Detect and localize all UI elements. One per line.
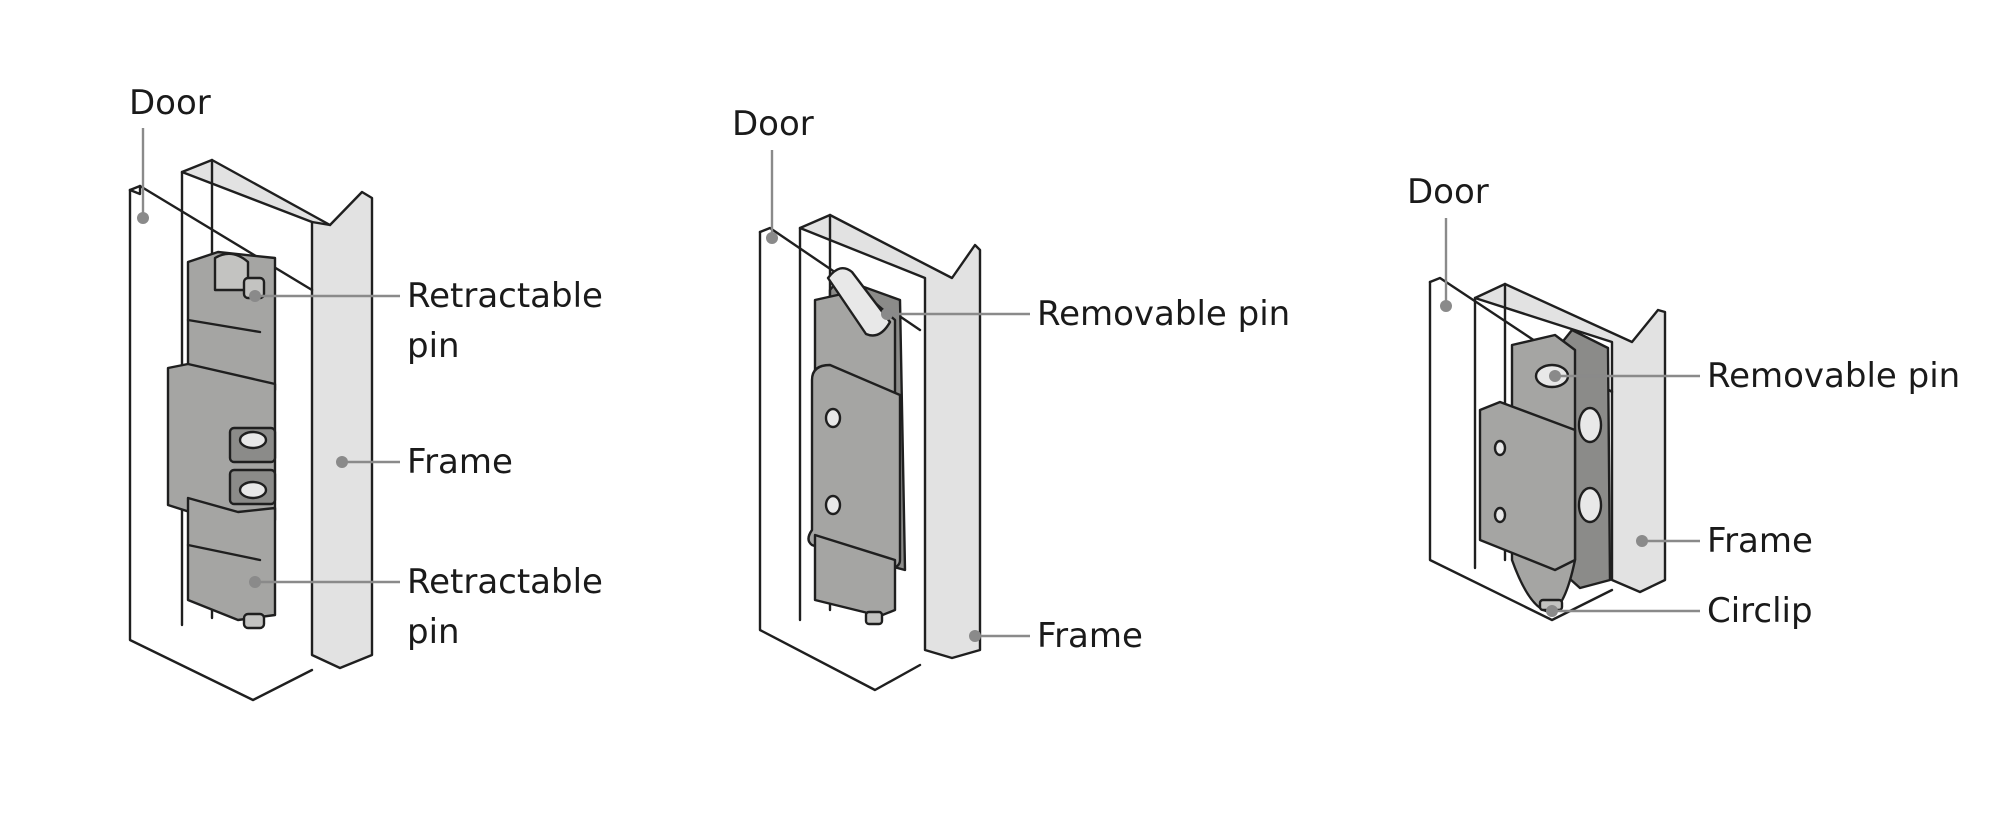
pin-bore-lower: [238, 480, 268, 500]
screw-hole-lower: [824, 494, 842, 516]
label-door-text: Door: [129, 83, 211, 123]
removable-hinge-body: [807, 266, 907, 626]
label-text: Retractable: [407, 276, 603, 316]
label-circlip-3: Circlip: [1546, 591, 1813, 631]
label-text: Frame: [1707, 521, 1813, 561]
screw-hole-lower: [1493, 506, 1507, 524]
label-removable-pin-3: Removable pin: [1549, 356, 1960, 396]
label-text: pin: [407, 326, 460, 366]
label-frame-3: Frame: [1636, 521, 1813, 561]
diagram-removable-pin-hinge-circlip: Door Removable pin Frame Circlip: [1407, 172, 1960, 631]
frame-profile: [1473, 282, 1667, 594]
label-door-3: Door: [1407, 172, 1489, 312]
label-text: Retractable: [407, 562, 603, 602]
pin-tip-bottom: [864, 610, 884, 626]
screw-hole-upper: [824, 407, 842, 429]
circlip-hinge-body: [1478, 328, 1612, 614]
pin-bore-upper: [238, 430, 268, 450]
label-text: pin: [407, 612, 460, 652]
pin-bore-upper: [1577, 406, 1603, 444]
label-text: Circlip: [1707, 591, 1813, 631]
removable-pin: [826, 266, 892, 337]
retractable-pin-bottom: [242, 612, 266, 630]
label-text: Door: [1407, 172, 1489, 212]
label-text: Removable pin: [1707, 356, 1960, 396]
label-text: Door: [732, 104, 814, 144]
label-removable-pin-2: Removable pin: [881, 294, 1290, 334]
diagram-retractable-pin-hinge: Door Retractable pin Frame Retractable p…: [128, 83, 603, 702]
diagram-removable-pin-hinge-flush: Door Removable pin Frame: [732, 104, 1290, 692]
label-text: Frame: [407, 442, 513, 482]
pin-bore-lower: [1577, 486, 1603, 524]
label-door-2: Door: [732, 104, 814, 244]
label-retractable-pin-top: Retractable pin: [249, 276, 603, 366]
label-frame-1: Frame: [336, 442, 513, 482]
retractable-hinge-body: [166, 250, 277, 630]
label-text: Removable pin: [1037, 294, 1290, 334]
label-door-1: Door: [129, 83, 211, 224]
label-text: Frame: [1037, 616, 1143, 656]
label-frame-2: Frame: [969, 616, 1143, 656]
label-retractable-pin-bottom: Retractable pin: [249, 562, 603, 652]
screw-hole-upper: [1493, 439, 1507, 457]
